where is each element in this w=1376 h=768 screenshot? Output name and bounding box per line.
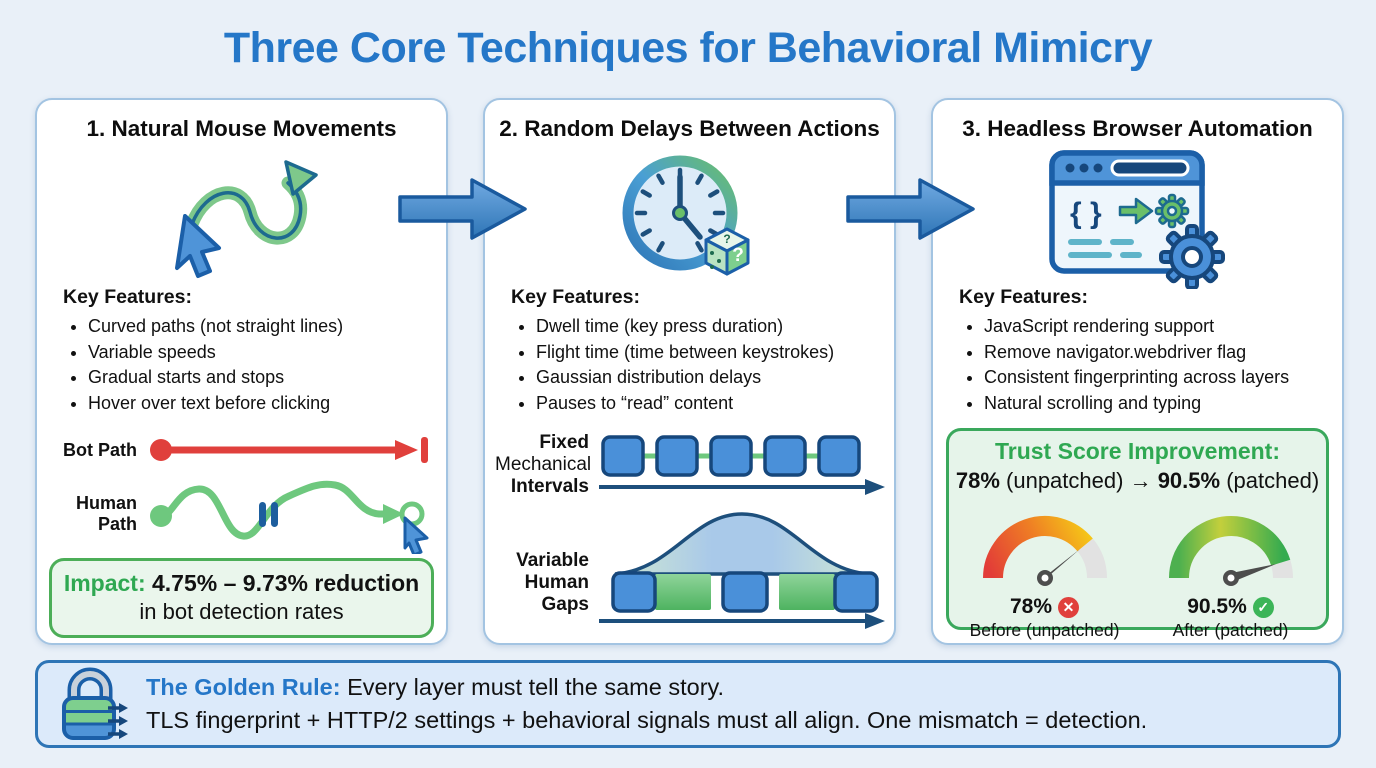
human-path-diagram [150,480,429,554]
page-title: Three Core Techniques for Behavioral Mim… [223,24,1153,72]
variable-gaps-label: Variable Human Gaps [495,550,597,632]
features-heading: Key Features: [959,286,1088,308]
gauge-after-dial [1168,516,1293,586]
fixed-label-line2: Mechanical [495,454,592,475]
fixed-intervals-label: Fixed Mechanical Intervals [495,432,597,498]
card2-features: Key Features: Dwell time (key press dura… [511,286,886,416]
impact-prefix: Impact: [63,570,146,596]
mouse-curved-path-icon [37,148,446,288]
gauge-after-caption: After (patched) [1172,620,1289,640]
golden-rule-banner: The Golden Rule: Every layer must tell t… [35,660,1341,748]
feature-item: Curved paths (not straight lines) [88,314,438,340]
flow-arrow-icon [398,178,527,240]
svg-text:?: ? [723,232,730,246]
right-arrow-glyph: → [1129,468,1152,493]
fixed-label-line1: Fixed [539,432,589,453]
fixed-intervals-diagram [599,435,885,495]
bot-path-label: Bot Path [63,439,137,460]
gauge-before-dial [982,516,1107,586]
bot-path-diagram [150,437,428,463]
trust-after-paren: (patched) [1226,468,1320,493]
trust-after-value: 90.5% [1157,468,1221,493]
impact-box: Impact: 4.75% – 9.73% reduction in bot d… [49,558,434,638]
feature-item: JavaScript rendering support [984,314,1334,340]
gauge-before: 78% ✕ Before (unpatched) [963,500,1127,641]
card1-title: 1. Natural Mouse Movements [86,116,397,141]
fixed-label-line3: Intervals [510,476,589,497]
feature-item: Gaussian distribution delays [536,365,886,391]
code-braces-glyph: { } [1070,197,1102,230]
feature-list: Curved paths (not straight lines) Variab… [63,314,438,416]
human-path-label-line2: Path [97,514,137,534]
dice-icon: ? ? [704,227,749,276]
bot-path-row: Bot Path [55,436,432,464]
golden-rule-line1: Every layer must tell the same story. [347,674,725,700]
gauge-after: 90.5% ✓ After (patched) [1149,500,1313,641]
feature-item: Remove navigator.webdriver flag [984,340,1334,366]
card2-title: 2. Random Delays Between Actions [499,116,880,141]
clock-dice-icon: ? ? [485,148,894,288]
lock-icon [62,667,128,740]
human-path-label-line1: Human [75,493,137,513]
small-gear-icon [1154,193,1190,229]
trust-before-paren: (unpatched) [1006,468,1124,493]
feature-item: Gradual starts and stops [88,365,438,391]
fail-badge-icon: ✕ [1058,596,1080,618]
card1-features: Key Features: Curved paths (not straight… [63,286,438,416]
variable-label-line3: Gaps [541,594,589,615]
variable-gaps-diagram [599,512,885,629]
card3-title: 3. Headless Browser Automation [962,116,1313,141]
browser-automation-icon: { } [933,148,1342,289]
fixed-intervals-row: Fixed Mechanical Intervals [495,430,889,500]
trust-score-box: Trust Score Improvement: 78% (unpatched)… [946,428,1329,640]
impact-value: 4.75% – 9.73% reduction [152,570,420,596]
card3-features: Key Features: JavaScript rendering suppo… [959,286,1334,416]
gauge-before-value: 78% [1009,595,1053,618]
golden-rule-text: The Golden Rule: Every layer must tell t… [146,671,1147,737]
human-path-row: Human Path [55,474,432,554]
feature-item: Dwell time (key press duration) [536,314,886,340]
golden-rule-line2: TLS fingerprint + HTTP/2 settings + beha… [146,707,1148,733]
impact-line2: in bot detection rates [139,599,344,624]
trust-score-heading: Trust Score Improvement: [994,438,1281,464]
variable-gaps-row: Variable Human Gaps [495,508,889,632]
card-random-delays: 2. Random Delays Between Actions [483,98,896,645]
card-natural-mouse-movements: 1. Natural Mouse Movements Key Features:… [35,98,448,645]
golden-rule-heading: The Golden Rule: [146,674,341,700]
feature-item: Consistent fingerprinting across layers [984,365,1334,391]
features-heading: Key Features: [511,286,640,308]
trust-before-value: 78% [955,468,1000,493]
feature-list: Dwell time (key press duration) Flight t… [511,314,886,416]
feature-list: JavaScript rendering support Remove navi… [959,314,1334,416]
large-gear-icon [1159,224,1225,289]
svg-text:?: ? [732,245,744,266]
card-headless-browser: 3. Headless Browser Automation { } [931,98,1344,645]
flow-arrow-icon [846,178,975,240]
gauge-after-value: 90.5% [1187,595,1247,618]
trust-score-line: 78% (unpatched) → 90.5% (patched) [949,468,1326,494]
feature-item: Flight time (time between keystrokes) [536,340,886,366]
feature-item: Variable speeds [88,340,438,366]
cursor-icon [403,516,429,554]
features-heading: Key Features: [63,286,192,308]
human-path-label: Human Path [55,493,147,535]
feature-item: Natural scrolling and typing [984,391,1334,417]
variable-label-line2: Human [524,572,589,593]
gauge-before-caption: Before (unpatched) [969,620,1120,640]
feature-item: Pauses to “read” content [536,391,886,417]
variable-label-line1: Variable [516,550,589,571]
check-badge-icon: ✓ [1252,596,1274,618]
feature-item: Hover over text before clicking [88,391,438,417]
